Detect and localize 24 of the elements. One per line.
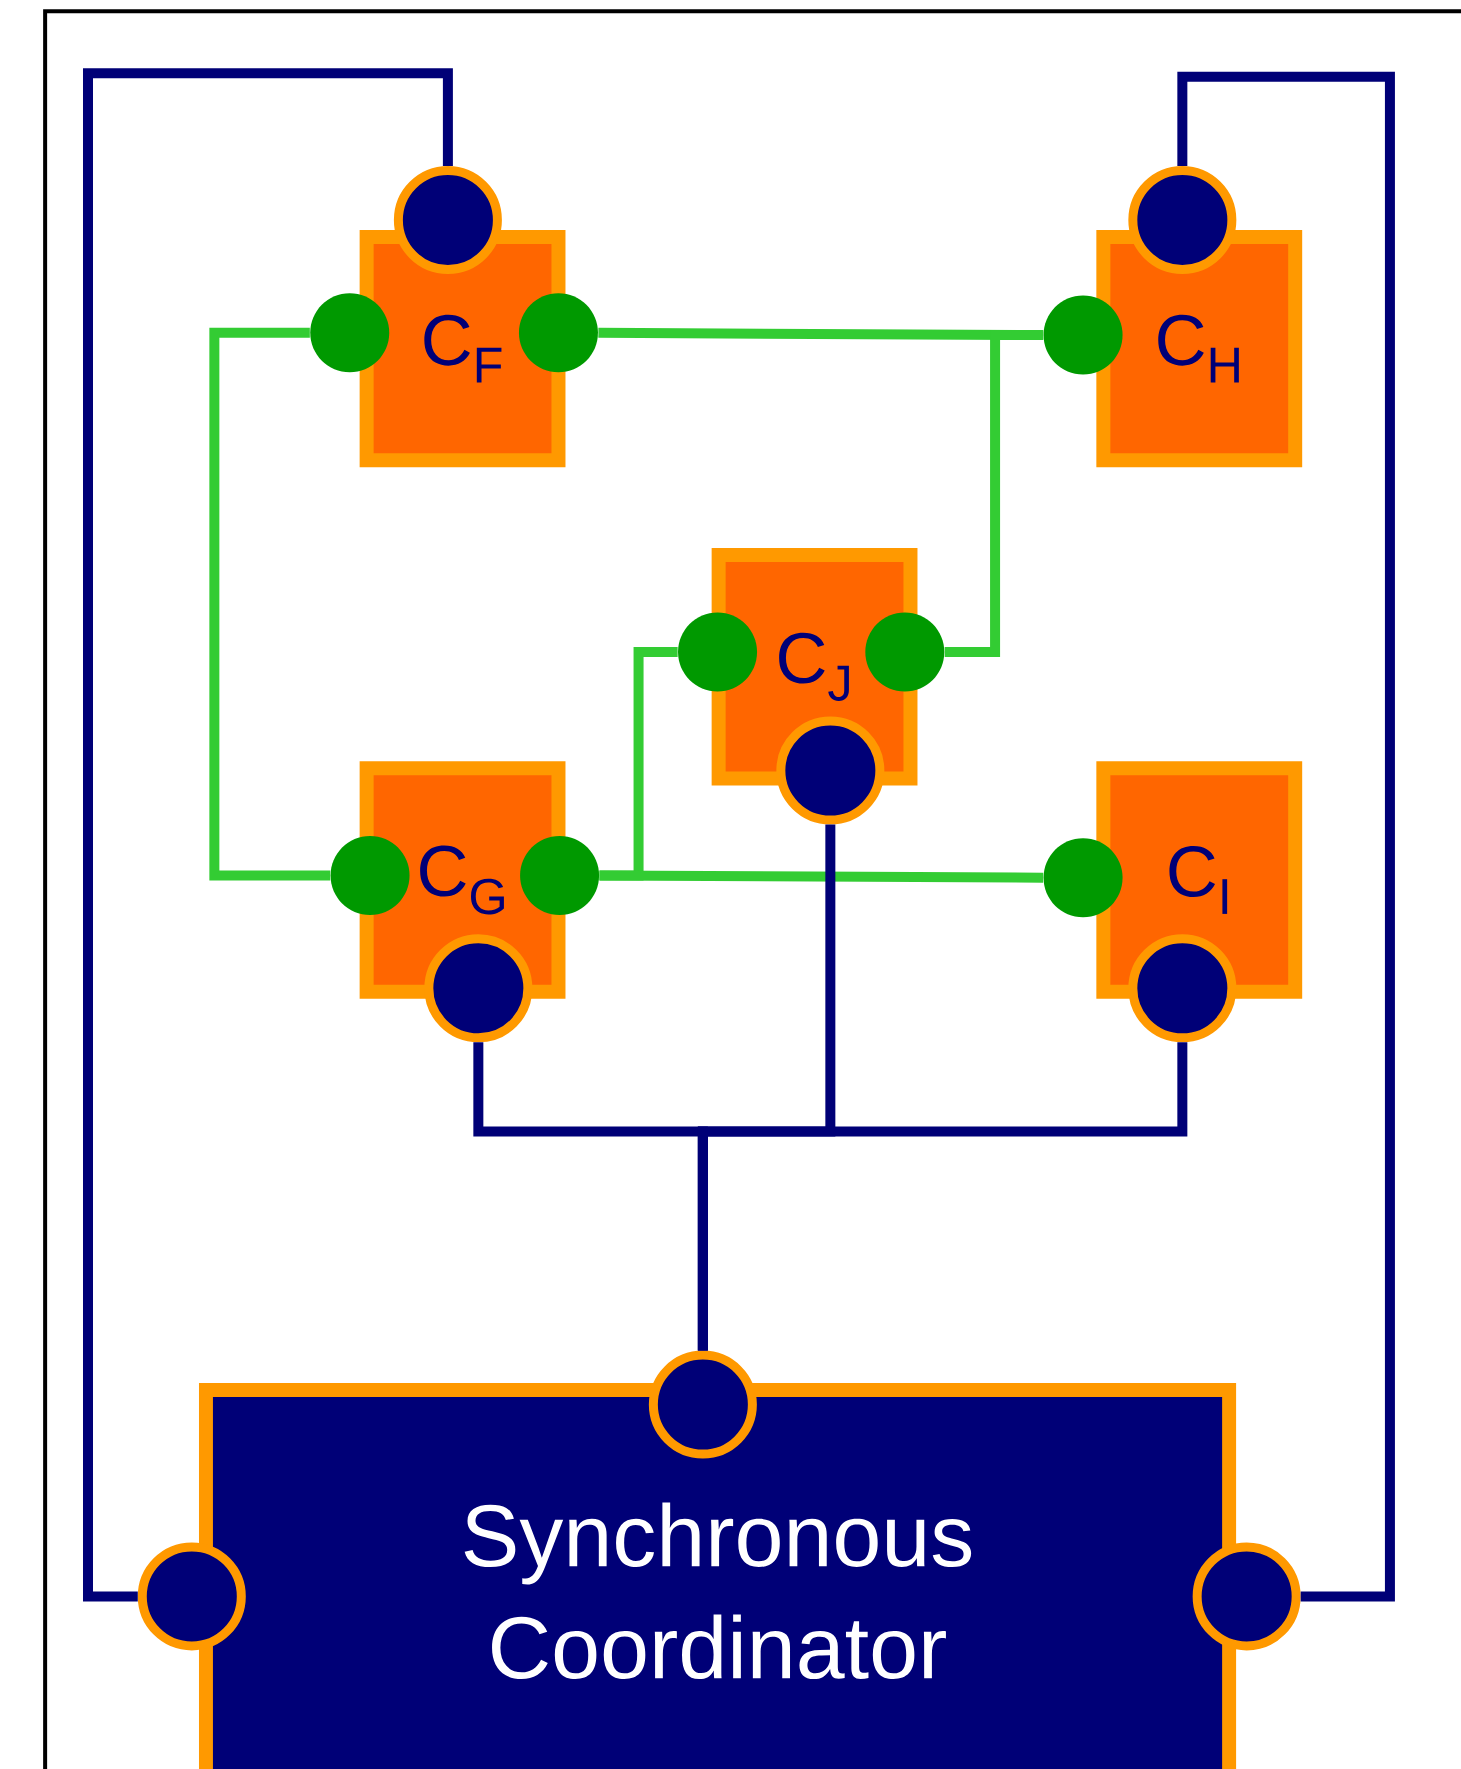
connector-line (944, 330, 1044, 658)
sync-port (1128, 166, 1237, 274)
data-port (520, 835, 600, 915)
sync-port (1192, 1542, 1301, 1651)
sync-port (137, 1542, 246, 1651)
data-port (518, 293, 598, 373)
connector-line (83, 68, 453, 1602)
sync-port (776, 716, 885, 825)
data-port (865, 612, 945, 692)
connector-line (599, 870, 1044, 883)
data-port (310, 293, 390, 373)
coordinator-box: Synchronous Coordinator (198, 1382, 1237, 1769)
sync-port (393, 166, 502, 274)
sync-port (424, 934, 533, 1043)
connector-line (209, 327, 331, 881)
data-port (1043, 838, 1123, 918)
data-port (1043, 295, 1123, 375)
component-box: C$_{H}$ (1096, 229, 1303, 468)
connector-line (1177, 71, 1395, 1602)
data-port (330, 835, 410, 915)
connector-line (697, 1042, 1188, 1351)
sync-port (648, 1350, 757, 1459)
sync-port (1128, 934, 1237, 1043)
data-port (678, 612, 758, 692)
